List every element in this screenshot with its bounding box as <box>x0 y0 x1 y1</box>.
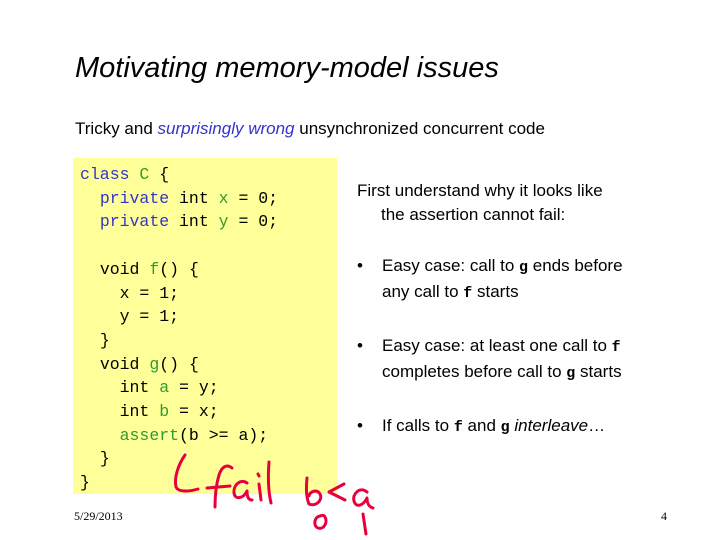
fn-assert: assert <box>119 425 180 445</box>
code-g: g <box>519 259 529 276</box>
code-text: { <box>149 165 170 184</box>
type-void: void <box>99 354 140 374</box>
right-column: First understand why it looks like the as… <box>357 179 697 469</box>
code-g: g <box>566 364 576 382</box>
code-text: () { <box>159 354 199 374</box>
code-text: () { <box>159 259 199 279</box>
bullet-text: Easy case: at least one call to <box>382 336 612 355</box>
ink-zero <box>313 513 328 530</box>
subtitle-after: unsynchronized concurrent code <box>294 119 545 138</box>
bullet-2: • Easy case: at least one call to f comple… <box>357 334 697 385</box>
slide-number: 4 <box>661 509 667 523</box>
code-f: f <box>611 339 621 356</box>
intro-line-1: First understand why it looks like <box>357 181 603 200</box>
bullet-text: starts <box>575 361 622 381</box>
var-x: x <box>218 188 229 208</box>
code-line-4: void f() { <box>100 260 199 279</box>
bullet-text: any call to <box>382 281 464 301</box>
ink-a <box>232 479 254 502</box>
var-b: b <box>159 402 170 422</box>
var-a: a <box>159 378 170 398</box>
ink-b <box>304 476 323 507</box>
bullet-text: completes before call to <box>382 361 567 381</box>
ink-f-bar <box>205 484 232 490</box>
slide-subtitle: Tricky and surprisingly wrong unsynchron… <box>75 119 545 139</box>
code-text: = x; <box>169 402 219 422</box>
interleave-emphasis: interleave <box>514 416 589 435</box>
code-line-6: y = 1; <box>119 307 180 327</box>
ink-one <box>361 512 368 536</box>
bullet-text: … <box>588 416 606 435</box>
bullet-3: • If calls to f and g interleave… <box>357 414 697 440</box>
slide-title: Motivating memory-model issues <box>75 52 499 84</box>
bullet-1: • Easy case: call to g ends before any cal… <box>357 254 697 305</box>
subtitle-emphasis: surprisingly wrong <box>157 119 295 138</box>
kw-private: private <box>99 212 170 232</box>
bullet-dot: • <box>357 336 363 355</box>
type-void: void <box>99 259 140 279</box>
code-f: f <box>453 419 463 436</box>
ink-f-stem <box>213 464 234 509</box>
type-int: int <box>179 188 209 208</box>
ink-a2 <box>352 488 375 510</box>
code-text: = 0; <box>228 212 279 232</box>
kw-private: private <box>99 188 170 208</box>
ink-bracket <box>174 453 200 493</box>
class-name: C <box>139 165 150 184</box>
bullet-text: If calls to <box>382 416 454 435</box>
code-line-11: assert(b >= a); <box>120 426 269 445</box>
ink-l <box>266 460 273 505</box>
type-int: int <box>119 378 150 398</box>
ink-less-than <box>327 482 347 502</box>
ink-i-stem <box>257 482 263 502</box>
code-f: f <box>463 284 473 302</box>
type-int: int <box>119 402 150 422</box>
intro-text: First understand why it looks like the as… <box>357 179 697 226</box>
kw-class: class <box>80 165 130 184</box>
subtitle-before: Tricky and <box>75 119 158 138</box>
code-line-12: } <box>99 449 110 469</box>
fn-g: g <box>149 354 160 374</box>
code-box <box>73 158 337 494</box>
code-line-7: } <box>99 330 110 350</box>
bullet-text: starts <box>472 281 519 301</box>
code-line-13: } <box>80 473 90 493</box>
code-g: g <box>500 419 510 436</box>
intro-line-2: the assertion cannot fail: <box>381 204 566 224</box>
code-text: (b >= a); <box>179 425 269 445</box>
code-line-5: x = 1; <box>119 283 180 303</box>
code-line-1: class C { <box>80 165 169 184</box>
code-line-9: int a = y; <box>120 378 219 397</box>
code-line-10: int b = x; <box>120 402 219 421</box>
code-line-3: private int y = 0; <box>100 212 278 231</box>
bullet-text: and <box>462 416 501 435</box>
code-line-8: void g() { <box>100 355 199 374</box>
bullet-dot: • <box>357 256 363 275</box>
bullet-text: Easy case: call to <box>382 256 520 275</box>
type-int: int <box>179 212 209 232</box>
slide-date: 5/29/2013 <box>74 509 123 523</box>
code-text: = 0; <box>228 188 279 208</box>
fn-f: f <box>149 259 160 279</box>
var-y: y <box>218 212 229 232</box>
code-listing: class C { private int x = 0; private int… <box>80 163 278 495</box>
bullet-text: ends before <box>528 256 623 275</box>
ink-i-dot <box>256 472 261 478</box>
code-line-2: private int x = 0; <box>100 189 278 208</box>
ink-strokes <box>174 453 375 536</box>
code-text: = y; <box>169 378 219 398</box>
bullet-dot: • <box>357 416 363 435</box>
